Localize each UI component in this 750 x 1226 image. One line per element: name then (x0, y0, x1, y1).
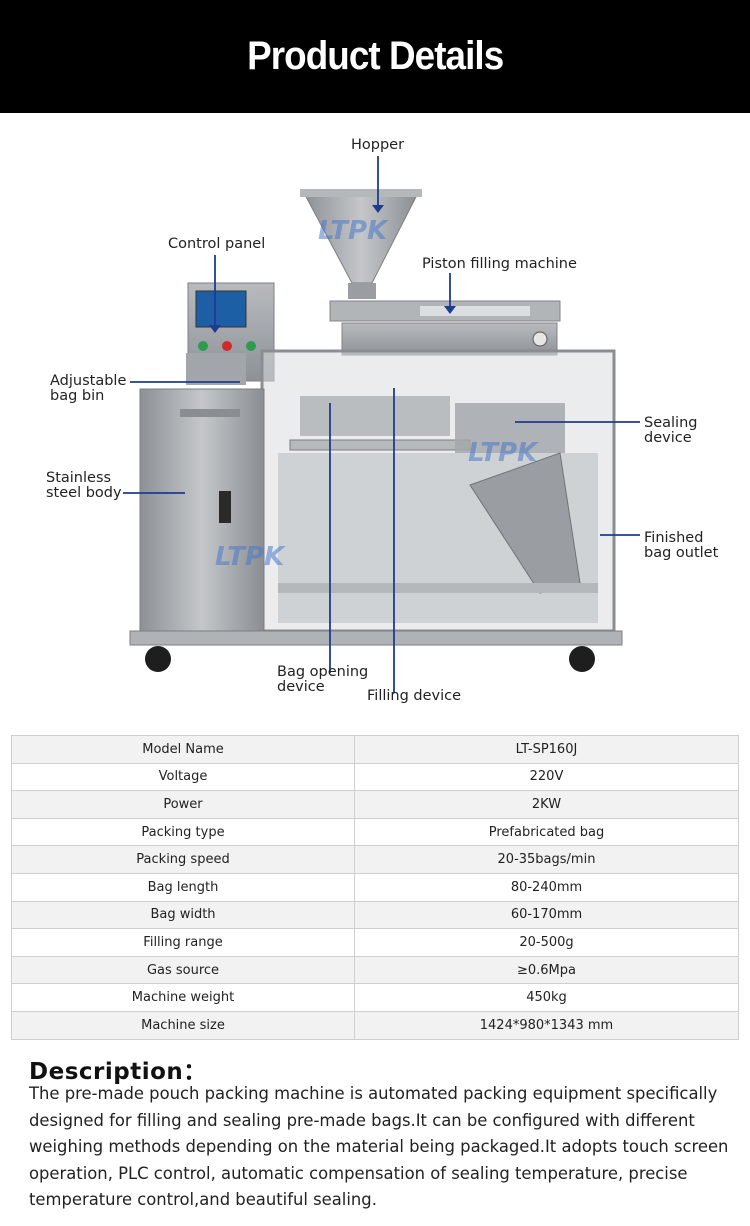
page-header: Product Details (0, 0, 750, 113)
spec-label: Gas source (11, 955, 355, 985)
table-row: Gas source≥0.6Mpa (11, 955, 739, 985)
machine-diagram: LTPK LTPK LTPK Hopper Control panel Pist… (0, 113, 750, 723)
spec-label: Machine weight (11, 983, 355, 1012)
spec-value: 2KW (354, 790, 739, 819)
spec-value: ≥0.6Mpa (354, 955, 739, 985)
piston-filler-part (329, 300, 561, 356)
spec-label: Machine size (11, 1010, 355, 1040)
callout-sealing-device: Sealing device (644, 415, 698, 446)
spec-label: Bag width (11, 900, 355, 930)
callout-finished-bag-outlet: Finished bag outlet (644, 530, 719, 561)
page-title: Product Details (246, 34, 504, 78)
control-panel-part (186, 282, 275, 385)
spec-value: 60-170mm (354, 900, 739, 930)
description-body: The pre-made pouch packing machine is au… (29, 1084, 729, 1210)
watermark-logo: LTPK (215, 542, 286, 572)
machine-illustration: LTPK LTPK LTPK (123, 156, 640, 693)
frame-part (260, 349, 616, 633)
spec-label: Packing speed (11, 845, 355, 874)
spec-label: Filling range (11, 928, 355, 957)
spec-label: Voltage (11, 762, 355, 792)
spec-value: 20-35bags/min (354, 845, 739, 874)
callout-stainless-steel-body: Stainless steel body (46, 470, 122, 501)
callout-bag-opening-device: Bag opening device (277, 664, 369, 695)
spec-label: Power (11, 790, 355, 819)
spec-value: LT-SP160J (354, 735, 739, 764)
spec-value: 80-240mm (354, 872, 739, 902)
spec-label: Bag length (11, 872, 355, 902)
cabinet-part (139, 388, 265, 632)
callout-lines (123, 156, 640, 693)
spec-label: Model Name (11, 735, 355, 764)
callout-filling-device: Filling device (367, 688, 462, 704)
description-title: Description： (29, 1059, 207, 1085)
callout-hopper: Hopper (351, 137, 405, 153)
watermark-logo: LTPK (468, 438, 539, 468)
callout-control-panel: Control panel (168, 236, 266, 252)
callout-piston-filling-machine: Piston filling machine (422, 256, 577, 272)
hopper-part (300, 189, 422, 299)
spec-value: 450kg (354, 983, 739, 1012)
spec-label: Packing type (11, 817, 355, 847)
spec-value: 1424*980*1343 mm (354, 1010, 739, 1040)
spec-value: Prefabricated bag (354, 817, 739, 847)
base-part (129, 630, 623, 672)
spec-value: 220V (354, 762, 739, 792)
callout-adjustable-bag-bin: Adjustable bag bin (50, 373, 127, 404)
spec-value: 20-500g (354, 928, 739, 957)
watermark-logo: LTPK (318, 216, 389, 246)
callout-arrows (209, 205, 456, 333)
